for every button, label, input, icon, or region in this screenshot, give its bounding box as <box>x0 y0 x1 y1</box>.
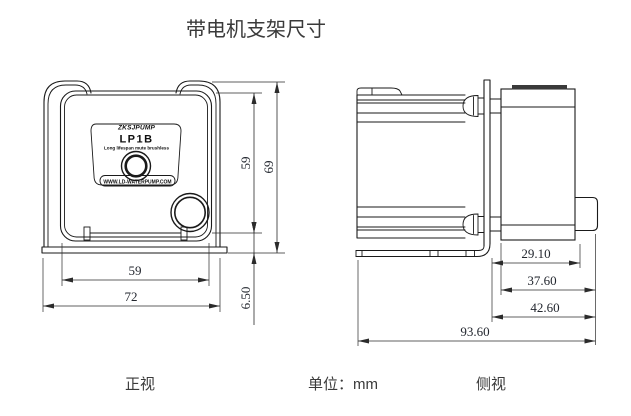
mount-foot-left <box>83 226 91 241</box>
front-view: ZKSJPUMP LP1B Long lifespan mute brushle… <box>41 80 285 325</box>
motor-body <box>500 85 576 241</box>
subtitle-text: Long lifespan mute brushless <box>104 146 170 151</box>
inlet-port-circle <box>120 150 152 182</box>
page-title: 带电机支架尺寸 <box>186 18 326 41</box>
bracket-plate-side <box>355 79 491 258</box>
front-view-caption: 正视 <box>125 376 155 393</box>
base-slot-ticks <box>429 250 475 257</box>
side-extension-lines <box>357 234 596 346</box>
motor-connector-plug <box>574 196 599 232</box>
side-dimension-lines <box>358 260 596 344</box>
bracket-front-outline <box>43 80 221 248</box>
dim-front-face-height: 59 <box>238 157 253 170</box>
dim-side-motor-with-plug: 37.60 <box>527 273 556 288</box>
dim-front-base-width: 72 <box>125 289 138 304</box>
dim-front-bottom-offset: 6.50 <box>238 287 253 310</box>
bracket-base-front <box>41 246 228 254</box>
brand-logo-text: ZKSJPUMP <box>117 125 155 132</box>
front-extension-lines <box>42 81 285 312</box>
outlet-port-circle <box>170 192 210 233</box>
mounting-screw-top <box>462 95 485 117</box>
screw-shaft-lines <box>489 98 502 232</box>
mounting-screw-bottom <box>462 213 485 236</box>
pump-face <box>59 90 213 242</box>
dim-front-total-height: 69 <box>261 161 276 174</box>
dim-front-face-width: 59 <box>129 263 142 278</box>
dim-side-total-length: 93.60 <box>460 324 489 339</box>
model-text: LP1B <box>119 134 153 146</box>
top-tab-side <box>356 87 403 96</box>
side-view-caption: 侧视 <box>476 376 506 393</box>
nameplate: ZKSJPUMP LP1B Long lifespan mute brushle… <box>90 123 182 187</box>
pump-side-body <box>356 87 466 239</box>
motor-top-strip <box>512 85 567 90</box>
front-dimension-lines <box>43 82 280 325</box>
website-text: WWW.LD-WATERPUMP.COM <box>103 180 171 186</box>
unit-label: 单位：mm <box>308 376 378 393</box>
dim-side-motor-length: 29.10 <box>521 246 550 261</box>
side-view: 29.10 37.60 42.60 93.60 <box>355 79 599 346</box>
dim-side-plate-to-plug: 42.60 <box>530 300 559 315</box>
